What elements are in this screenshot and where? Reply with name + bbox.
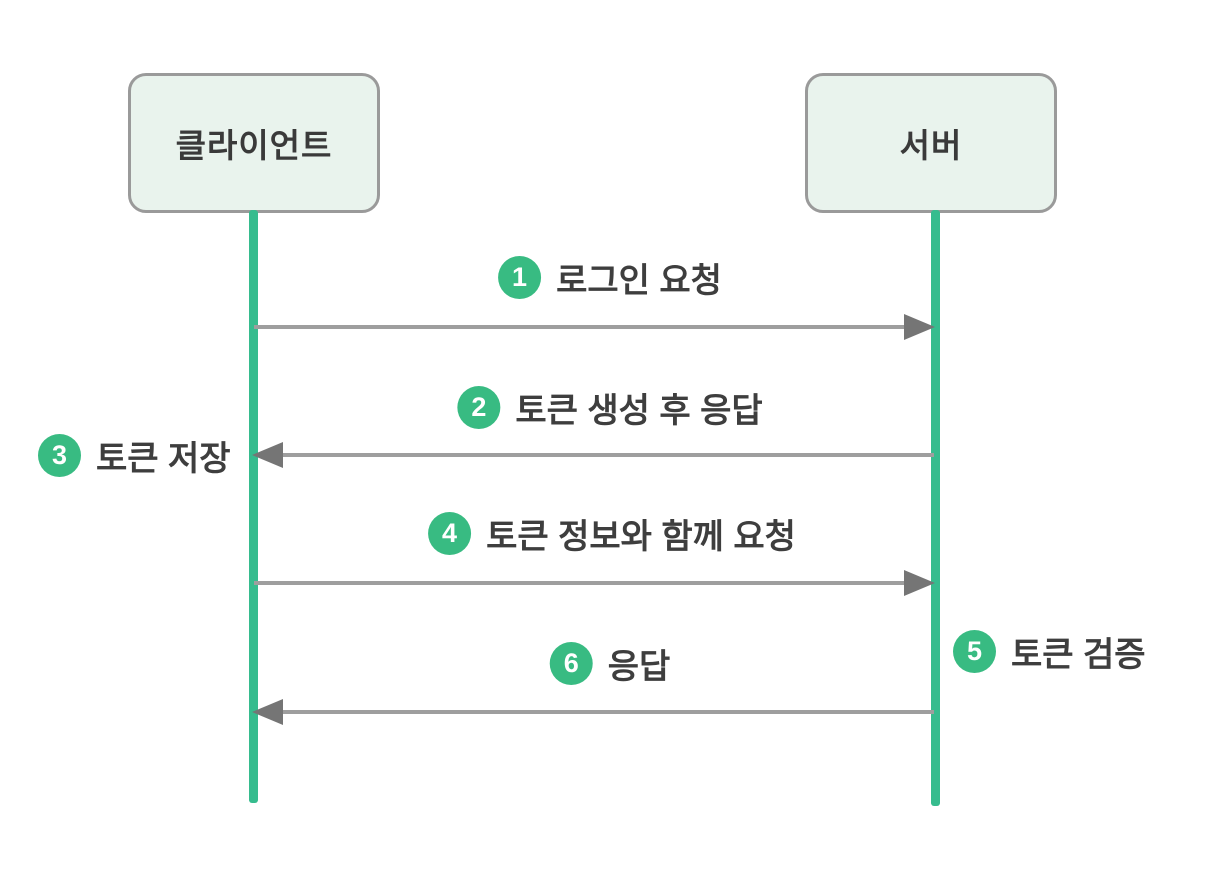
actor-box-client: 클라이언트 <box>128 73 380 213</box>
actor-label-client: 클라이언트 <box>175 127 333 164</box>
actor-box-server: 서버 <box>805 73 1057 213</box>
message-arrow-1-line <box>254 325 906 329</box>
message-arrow-2-line <box>282 453 934 457</box>
step-text: 토큰 검증 <box>1011 635 1146 674</box>
step-label-1: 1 로그인 요청 <box>498 254 722 300</box>
step-text: 로그인 요청 <box>556 261 722 300</box>
step-label-5: 5 토큰 검증 <box>953 628 1146 674</box>
client-lifeline <box>249 210 258 803</box>
step-number-badge: 1 <box>498 255 542 299</box>
step-number-badge: 3 <box>38 433 81 477</box>
step-label-6: 6 응답 <box>549 640 671 686</box>
step-number-badge: 4 <box>428 511 472 555</box>
step-label-4: 4 토큰 정보와 함께 요청 <box>428 510 796 556</box>
step-number-badge: 6 <box>549 641 593 685</box>
step-text: 응답 <box>607 647 671 686</box>
step-text: 토큰 생성 후 응답 <box>515 391 763 430</box>
actor-label-server: 서버 <box>899 127 963 164</box>
server-lifeline <box>931 210 940 806</box>
step-text: 토큰 저장 <box>96 439 231 478</box>
step-text: 토큰 정보와 함께 요청 <box>486 517 796 556</box>
message-arrow-6-line <box>282 710 934 714</box>
step-number-badge: 2 <box>457 385 501 429</box>
step-number-badge: 5 <box>953 629 996 673</box>
arrow-left-icon <box>252 699 283 725</box>
arrow-right-icon <box>904 570 935 596</box>
step-label-3: 3 토큰 저장 <box>38 432 231 478</box>
step-label-2: 2 토큰 생성 후 응답 <box>457 384 763 430</box>
message-arrow-4-line <box>254 581 906 585</box>
arrow-left-icon <box>252 442 283 468</box>
arrow-right-icon <box>904 314 935 340</box>
